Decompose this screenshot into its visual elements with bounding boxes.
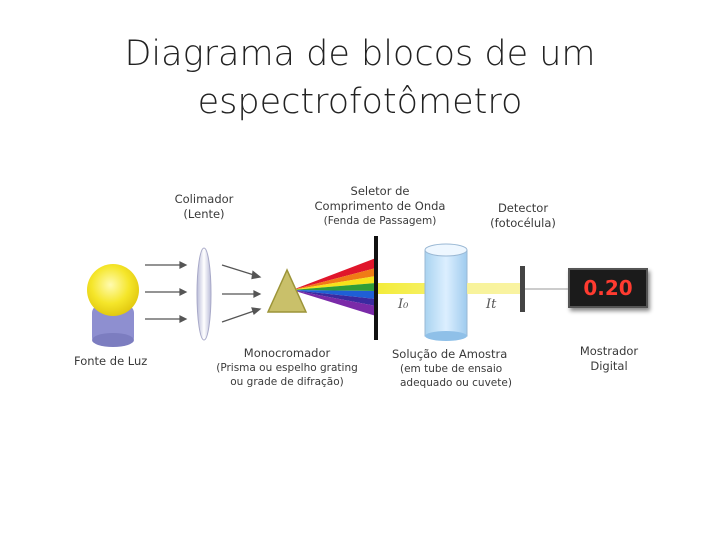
detector-label-line1: Detector (497, 201, 549, 215)
display-label-line2: Digital (590, 359, 628, 373)
selector-label-line3: (Fenda de Passagem) (323, 215, 437, 227)
prism-icon (266, 268, 308, 313)
detector-label-line2: (fotocélula) (490, 216, 556, 230)
sample-label-line1: Solução de Amostra (392, 347, 508, 361)
monochromator-label-line1: Monocromador (243, 346, 331, 360)
lens-icon (196, 247, 212, 341)
monochromator-label-line3: ou grade de difração) (230, 376, 344, 388)
transmitted-intensity-label: It (486, 297, 497, 312)
detector-label: Detector (fotocélula) (480, 201, 566, 231)
collimated-light-arrows (221, 264, 262, 323)
wavelength-selector-label: Seletor de Comprimento de Onda (Fenda de… (305, 184, 455, 228)
slit-bar (374, 236, 378, 340)
title-line-1: Diagrama de blocos de um (124, 34, 596, 74)
detector-icon (520, 266, 525, 312)
selector-label-line1: Seletor de (350, 184, 410, 198)
title-line-2: espectrofotômetro (197, 82, 523, 122)
collimator-label-line2: (Lente) (183, 207, 225, 221)
digital-display: 0.20 (568, 268, 648, 308)
incident-intensity-label: I₀ (398, 297, 409, 312)
light-source-icon (87, 264, 139, 347)
light-source-label: Fonte de Luz (74, 354, 148, 368)
monochromator-label: Monocromador (Prisma ou espelho grating … (212, 346, 362, 389)
collimator-label: Colimador (Lente) (165, 192, 243, 222)
page-title: Diagrama de blocos de um espectrofotômet… (0, 30, 720, 126)
incoming-light-arrows (145, 261, 188, 323)
monochromator-label-line2: (Prisma ou espelho grating (216, 362, 358, 374)
sample-label-line3: adequado ou cuvete) (400, 377, 512, 389)
sample-solution-label: Solução de Amostra (em tube de ensaio ad… (392, 347, 512, 390)
sample-tube-icon (424, 243, 468, 341)
display-label-line1: Mostrador (579, 344, 639, 358)
selector-label-line2: Comprimento de Onda (314, 199, 446, 213)
collimator-label-line1: Colimador (174, 192, 234, 206)
dispersed-spectrum (292, 258, 376, 316)
digital-display-label: Mostrador Digital (570, 344, 648, 374)
sample-label-line2: (em tube de ensaio (400, 363, 503, 375)
